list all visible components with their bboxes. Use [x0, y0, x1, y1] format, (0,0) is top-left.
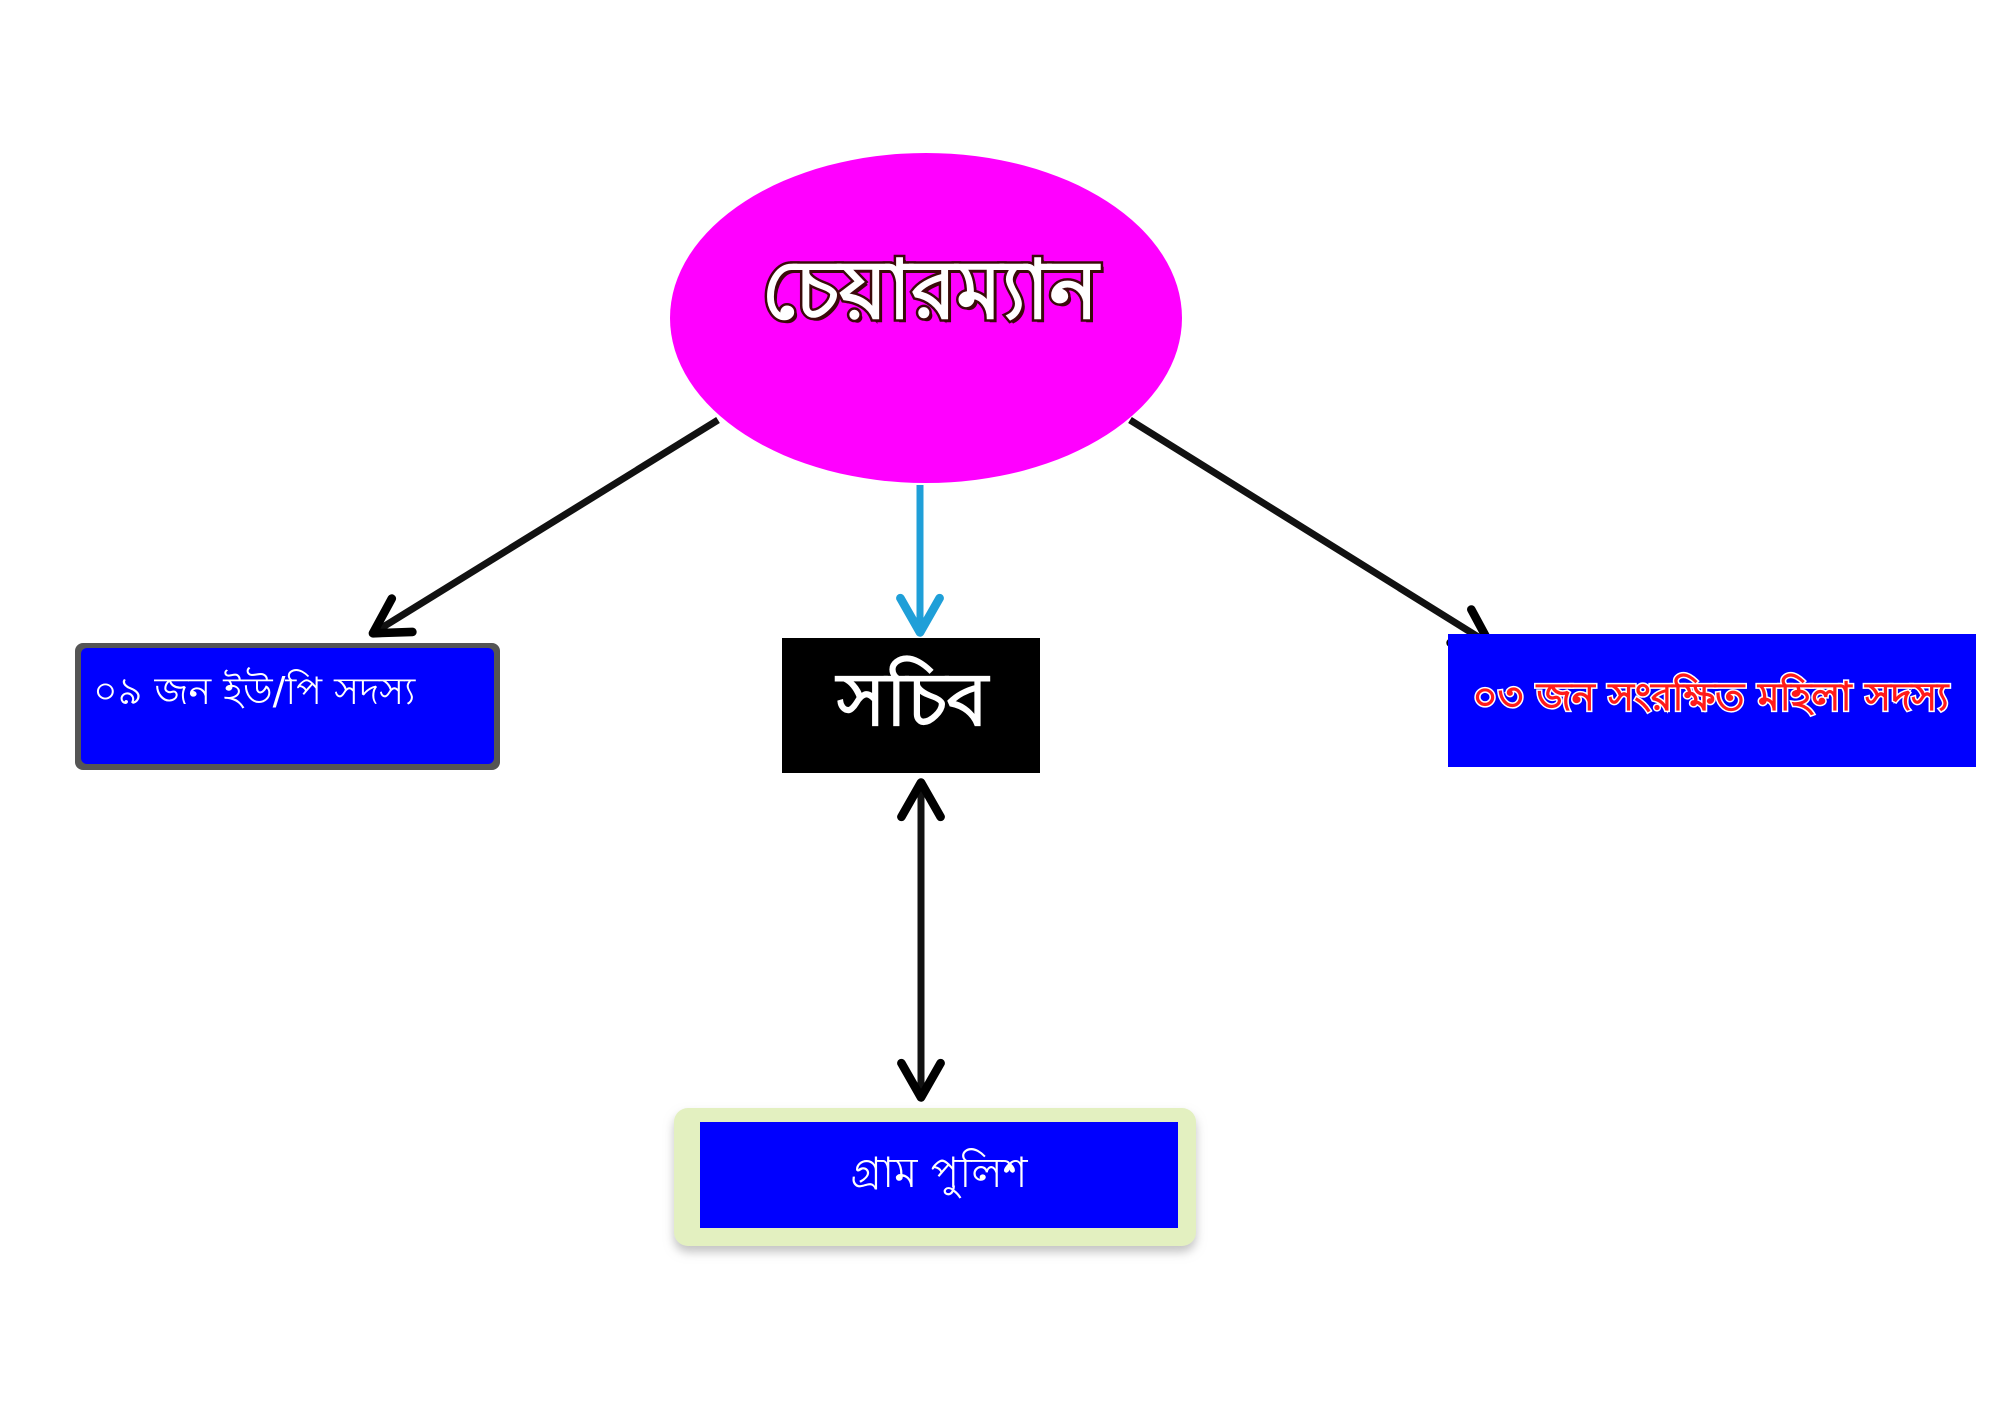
women-members-label: ০৩ জন সংরক্ষিত মহিলা সদস্য	[1471, 673, 1950, 721]
secretary-label: সচিব	[836, 656, 989, 743]
edge-chairman-to-women-members	[1128, 417, 1495, 649]
members-label: ০৯ জন ইউ/পি সদস্য	[93, 669, 416, 713]
village-police-label: গ্রাম পুলিশ	[850, 1147, 1028, 1197]
edge-chairman-to-members	[368, 417, 720, 638]
secretary-node[interactable]	[782, 638, 1040, 773]
chairman-node[interactable]	[670, 153, 1182, 483]
members-node[interactable]	[81, 648, 494, 764]
chairman-label: চেয়ারম্যান	[759, 240, 1101, 340]
village-police-node[interactable]	[700, 1122, 1178, 1228]
women-members-node[interactable]	[1448, 634, 1976, 767]
